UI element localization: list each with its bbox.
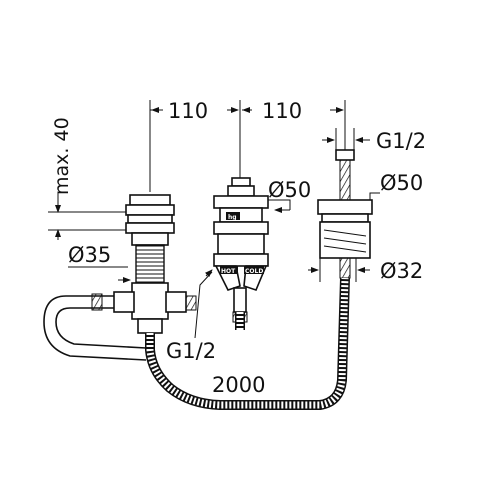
label-hot: HOT <box>221 268 236 275</box>
dim-dia-32: Ø32 <box>380 259 423 283</box>
dim-max-40: max. 40 <box>51 117 73 195</box>
right-spout <box>317 149 373 279</box>
dimension-max-40: max. 40 <box>48 117 128 240</box>
dim-dia-50-right: Ø50 <box>380 171 423 195</box>
label-cold: COLD <box>245 268 263 275</box>
dim-g12-bottom: G1/2 <box>166 339 216 363</box>
left-valve-body <box>113 194 187 334</box>
dimension-g12-top: G1/2 <box>322 128 426 153</box>
long-hose: 2000 <box>145 277 350 410</box>
dimension-dia-32: Ø32 <box>308 258 423 283</box>
dimension-dia-50-right: Ø50 <box>363 171 423 213</box>
dim-hose-2000: 2000 <box>212 373 265 397</box>
dimension-110-110: 110 110 <box>149 99 346 192</box>
dim-110-right: 110 <box>262 99 302 123</box>
dimension-dia-35: Ø35 <box>68 243 131 283</box>
dim-g12-top: G1/2 <box>376 129 426 153</box>
dim-dia-35: Ø35 <box>68 243 111 267</box>
dim-110-left: 110 <box>168 99 208 123</box>
center-valve: hg HOT COLD <box>213 177 269 323</box>
dim-dia-50-center: Ø50 <box>268 178 311 202</box>
dimension-dia-50-center: Ø50 <box>268 178 311 213</box>
label-hg: hg <box>228 214 237 221</box>
dimension-g12-bottom: G1/2 <box>166 269 216 363</box>
loop-hose <box>43 293 197 361</box>
